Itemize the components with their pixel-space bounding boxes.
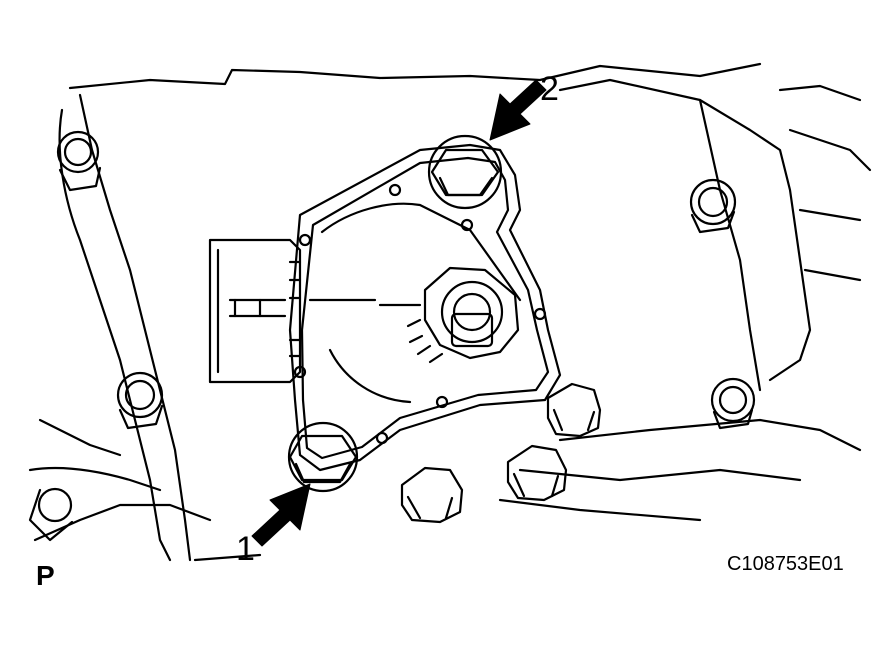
callout-label-2: 2	[540, 70, 559, 108]
shift-shaft	[406, 266, 520, 364]
lower-bolts	[400, 382, 602, 524]
callout-arrow-1	[251, 483, 311, 547]
neutral-switch-plate	[288, 143, 562, 472]
view-letter: P	[36, 560, 55, 591]
callout-label-1: 1	[236, 530, 255, 568]
figure-code: C108753E01	[727, 553, 844, 575]
bolt-1	[287, 421, 359, 493]
transaxle-housing	[28, 62, 872, 562]
callout-arrow-2	[489, 79, 547, 141]
bolt-2	[427, 134, 503, 210]
